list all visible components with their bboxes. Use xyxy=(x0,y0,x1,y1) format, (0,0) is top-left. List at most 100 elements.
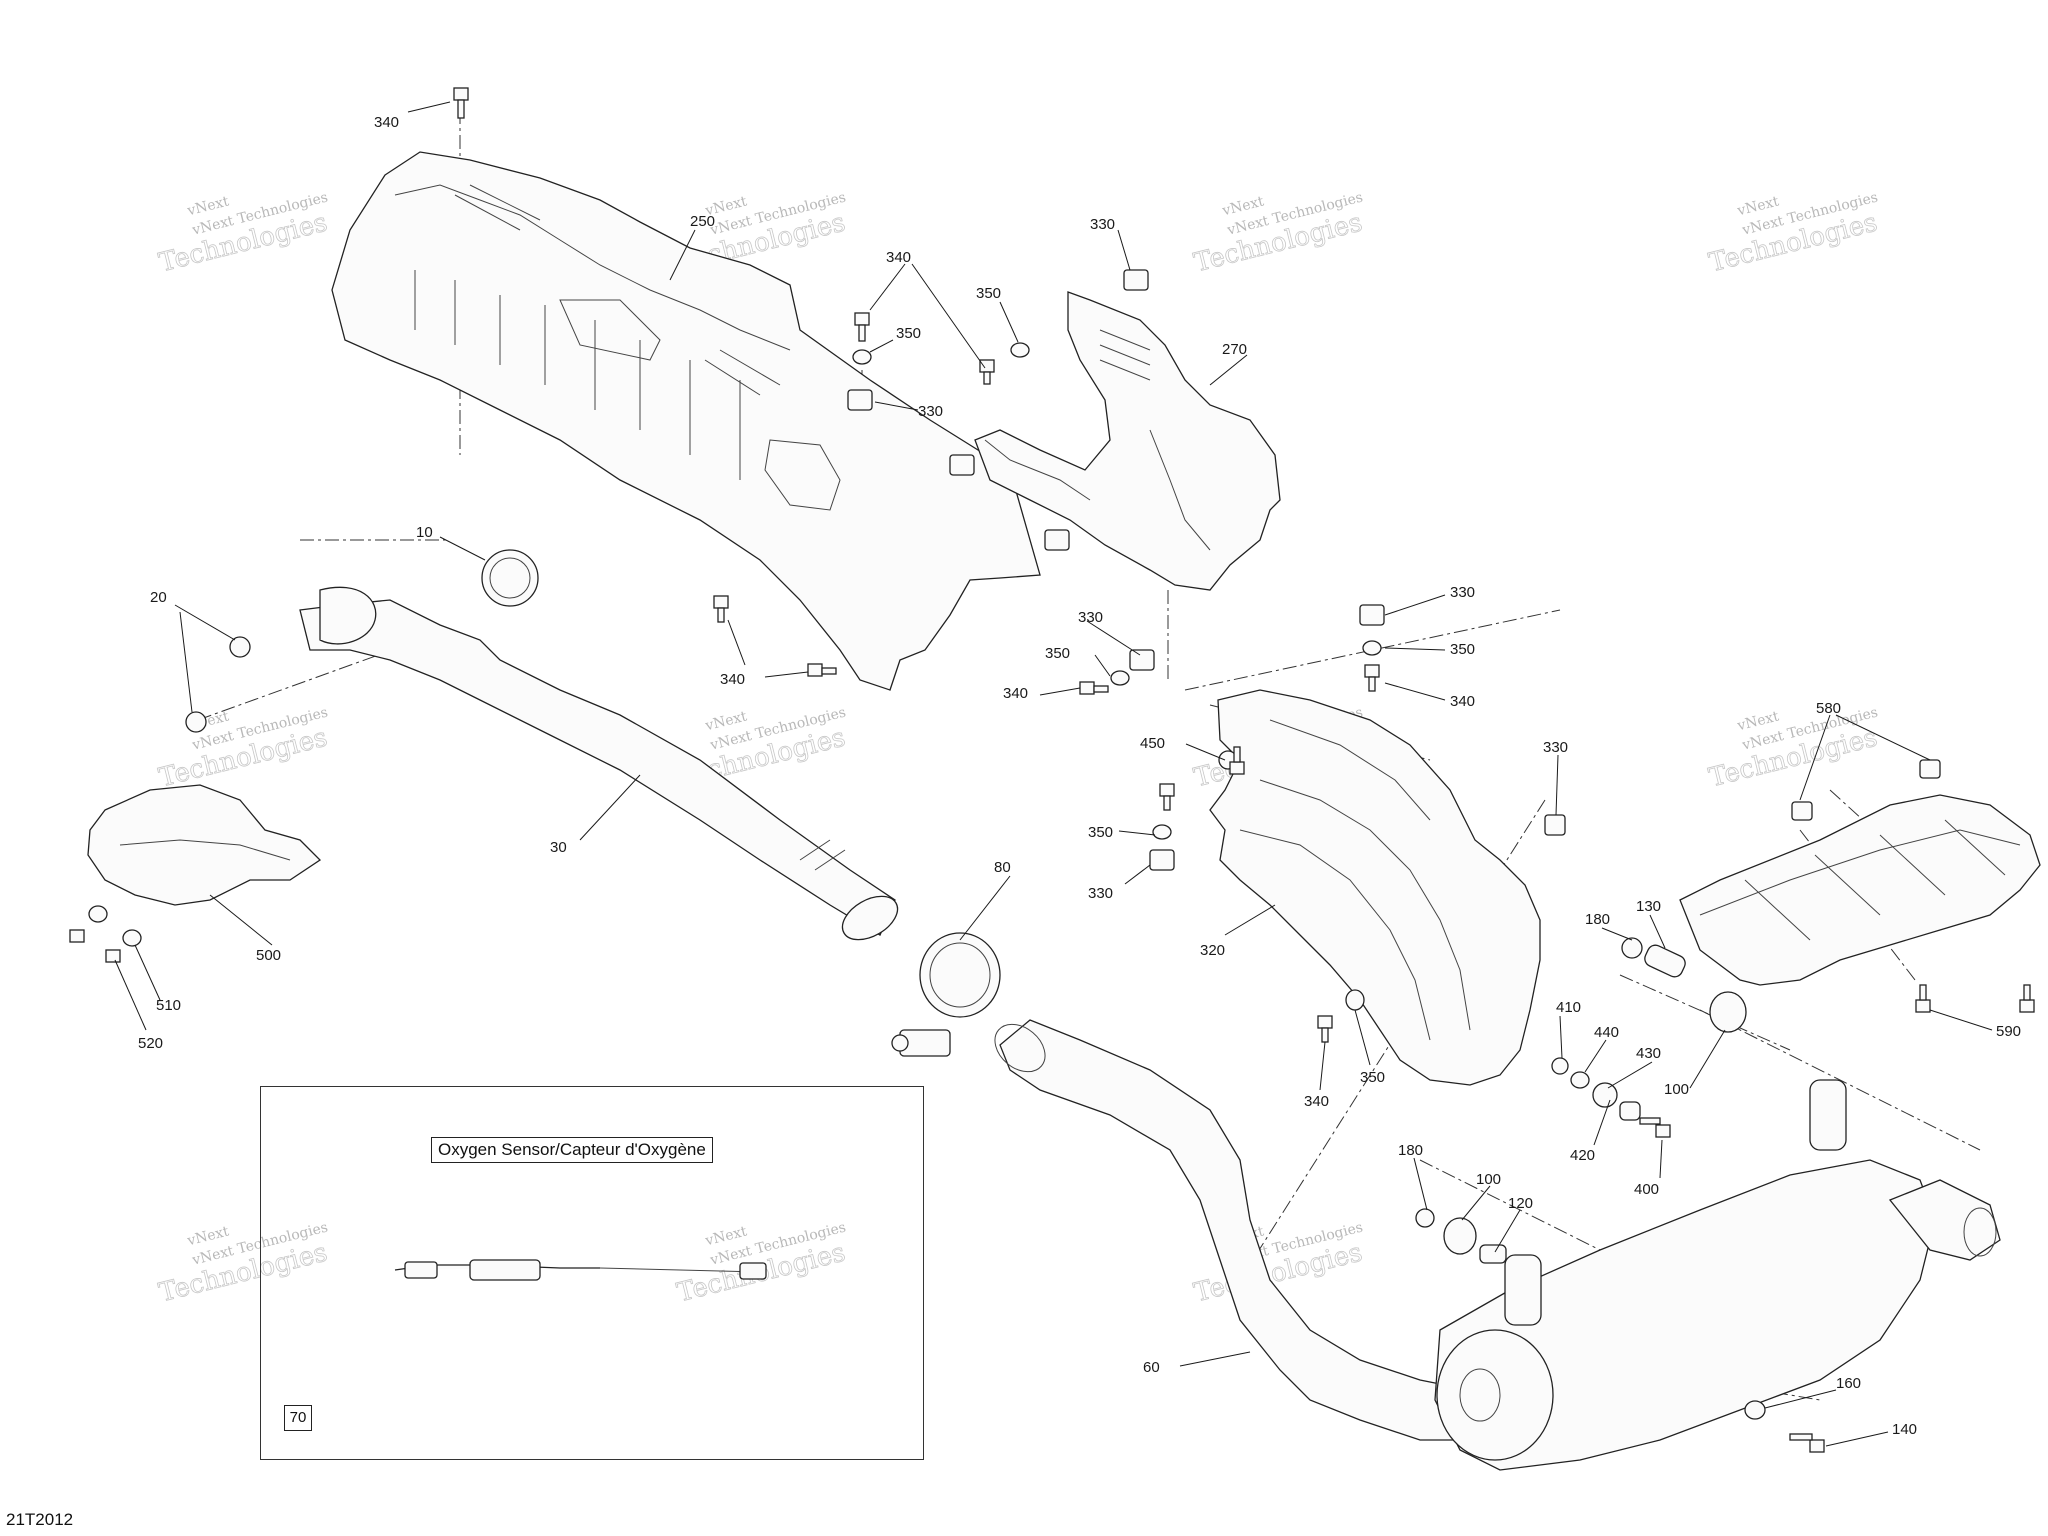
callout-number: 180 xyxy=(1585,911,1610,928)
callout-number: 340 xyxy=(1304,1093,1329,1110)
clip-nut-icon xyxy=(1359,604,1385,626)
watermark: vNext vNext Technologies Technologies xyxy=(1706,189,1881,278)
callout-number: 100 xyxy=(1476,1171,1501,1188)
callout-number: 320 xyxy=(1200,942,1225,959)
nut-icon xyxy=(185,711,207,733)
bolt-icon xyxy=(1789,1433,1825,1453)
nut-icon xyxy=(1551,1057,1569,1075)
callout-number: 510 xyxy=(156,997,181,1014)
callout-number: 430 xyxy=(1636,1045,1661,1062)
callout-number: 450 xyxy=(1140,735,1165,752)
heat-shield-320 xyxy=(1209,689,1541,1086)
muffler xyxy=(1434,1079,2001,1471)
callout-number: 270 xyxy=(1222,341,1247,358)
callout-number: 330 xyxy=(1543,739,1568,756)
bolt-icon xyxy=(713,595,729,623)
washer-icon xyxy=(1152,824,1172,840)
nut-icon xyxy=(229,636,251,658)
callout-number: 350 xyxy=(1360,1069,1385,1086)
bolt-icon xyxy=(1229,746,1245,775)
bolt-icon xyxy=(854,312,870,342)
callout-number: 130 xyxy=(1636,898,1661,915)
bolt-icon xyxy=(1639,1117,1671,1138)
washer-icon xyxy=(88,905,108,923)
leader-lines xyxy=(114,101,1993,1447)
callout-number: 590 xyxy=(1996,1023,2021,1040)
callout-numbers: 340 250 330 340 350 350 330 270 10 20 30… xyxy=(138,114,2021,1438)
bolt-icon xyxy=(1159,783,1175,811)
spacer-icon xyxy=(1479,1244,1507,1264)
clip-nut-icon xyxy=(949,454,975,476)
axis-line xyxy=(1699,1009,1981,1151)
washer-icon xyxy=(1010,342,1030,358)
callout-number: 120 xyxy=(1508,1195,1533,1212)
callout-number: 140 xyxy=(1892,1421,1917,1438)
exhaust-pipe-60 xyxy=(994,1019,1471,1441)
spacer-icon xyxy=(1592,1082,1618,1108)
callout-number: 330 xyxy=(1088,885,1113,902)
callout-number: 400 xyxy=(1634,1181,1659,1198)
bolt-icon xyxy=(2019,984,2035,1013)
washer-icon xyxy=(1570,1071,1590,1089)
callout-number: 350 xyxy=(1045,645,1070,662)
callout-number: 500 xyxy=(256,947,281,964)
washer-icon xyxy=(122,929,142,947)
callout-number: 420 xyxy=(1570,1147,1595,1164)
washer-icon xyxy=(1110,670,1130,686)
callout-number: 440 xyxy=(1594,1024,1619,1041)
bolt-icon xyxy=(69,929,85,943)
callout-number: 340 xyxy=(720,671,745,688)
callout-number: 410 xyxy=(1556,999,1581,1016)
bolt-icon xyxy=(453,87,469,119)
washer-icon xyxy=(852,349,872,365)
callout-number: 350 xyxy=(1088,824,1113,841)
clip-nut-icon xyxy=(1044,529,1070,551)
grommet-icon xyxy=(1621,937,1643,959)
heat-shield-270 xyxy=(974,291,1281,591)
bolt-icon xyxy=(979,359,995,385)
callout-number: 340 xyxy=(886,249,911,266)
callout-number: 60 xyxy=(1143,1359,1160,1376)
clip-nut-icon xyxy=(1791,801,1813,821)
grommet-icon xyxy=(1415,1208,1435,1228)
heat-shield-500 xyxy=(87,784,322,906)
callout-number: 30 xyxy=(550,839,567,856)
callout-number: 80 xyxy=(994,859,1011,876)
callout-number: 520 xyxy=(138,1035,163,1052)
oxygen-sensor-inset xyxy=(260,1086,924,1460)
callout-number: 10 xyxy=(416,524,433,541)
callout-number: 20 xyxy=(150,589,167,606)
callout-number: 340 xyxy=(1450,693,1475,710)
callout-number: 180 xyxy=(1398,1142,1423,1159)
callout-number: 350 xyxy=(896,325,921,342)
exhaust-pipe-30 xyxy=(299,586,899,941)
washer-icon xyxy=(1362,640,1382,656)
callout-number: 330 xyxy=(1078,609,1103,626)
clip-nut-icon xyxy=(847,389,873,411)
callout-number: 160 xyxy=(1836,1375,1861,1392)
callout-number: 340 xyxy=(374,114,399,131)
clip-nut-icon xyxy=(1123,269,1149,291)
bolt-icon xyxy=(1079,681,1109,695)
fasteners xyxy=(69,87,2035,1453)
grommet-icon xyxy=(1709,991,1747,1033)
watermark: vNext vNext Technologies Technologies xyxy=(1706,704,1881,793)
spacer-icon xyxy=(1644,944,1686,978)
axis-line xyxy=(1619,974,1791,1051)
clip-nut-icon xyxy=(1149,849,1175,871)
callout-number: 100 xyxy=(1664,1081,1689,1098)
bolt-icon xyxy=(1915,984,1931,1013)
spacer-icon xyxy=(1619,1101,1641,1121)
callout-number: 580 xyxy=(1816,700,1841,717)
bolt-icon xyxy=(1317,1015,1333,1043)
callout-number: 250 xyxy=(690,213,715,230)
washer-icon xyxy=(1345,989,1365,1011)
bolt-icon xyxy=(105,949,121,963)
watermark: vNext vNext Technologies Technologies xyxy=(156,704,331,793)
clip-nut-icon xyxy=(1129,649,1155,671)
inset-reference-number: 70 xyxy=(284,1405,312,1431)
heat-shield-250 xyxy=(331,151,1041,691)
grommet-icon xyxy=(1443,1217,1477,1255)
